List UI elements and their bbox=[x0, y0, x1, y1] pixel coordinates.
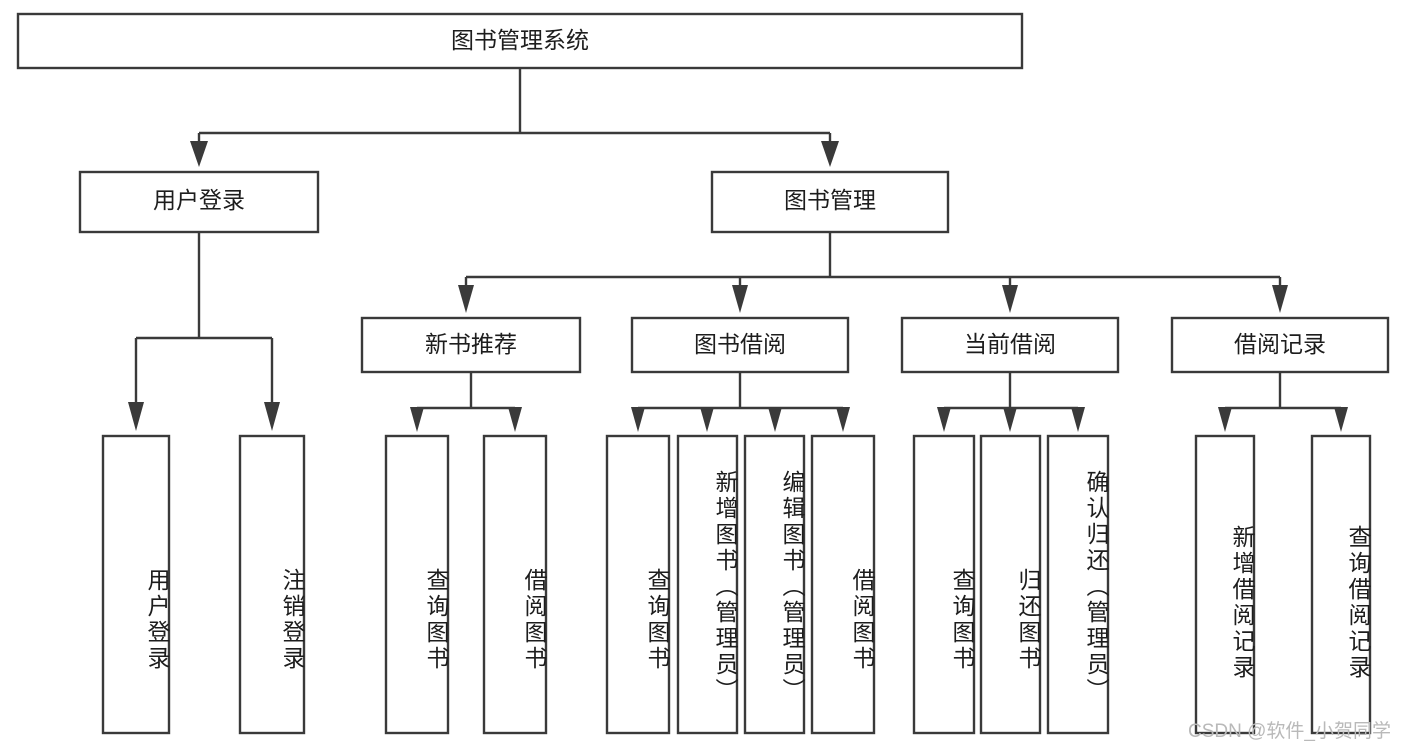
arrow-head-leaf-add-record bbox=[1218, 407, 1232, 432]
node-book-borrow-label: 图书借阅 bbox=[694, 331, 786, 357]
node-root[interactable]: 图书管理系统 bbox=[16, 12, 1024, 70]
node-user-login[interactable]: 用户登录 bbox=[78, 170, 320, 234]
connector-group-book-management bbox=[458, 232, 1288, 313]
leaf-label-query-record: 查询借阅记录 bbox=[1345, 524, 1371, 681]
leaf-box-user-login[interactable] bbox=[101, 434, 171, 735]
leaf-box-query-record[interactable] bbox=[1310, 434, 1372, 735]
leaf-box-confirm-return[interactable] bbox=[1046, 434, 1110, 735]
arrow-head-leaf-borrow-book-recommend bbox=[508, 407, 522, 432]
arrow-head-leaf-borrow-book bbox=[836, 407, 850, 432]
arrow-head-leaf-query-book-current bbox=[937, 407, 951, 432]
node-new-book-recommend-label: 新书推荐 bbox=[425, 331, 517, 357]
arrow-head-current-borrow bbox=[1002, 285, 1018, 313]
csdn-watermark: CSDN @软件_小贺同学 bbox=[1188, 721, 1391, 742]
leaf-label-add-record: 新增借阅记录 bbox=[1229, 524, 1255, 681]
leaf-label-add-book: 新增图书（管理员） bbox=[712, 470, 738, 704]
leaf-box-add-record[interactable] bbox=[1194, 434, 1256, 735]
node-book-management-label: 图书管理 bbox=[784, 187, 876, 213]
leaf-label-query-book-borrow: 查询图书 bbox=[644, 568, 670, 672]
connector-group-borrow-records bbox=[1218, 372, 1348, 432]
arrow-head-leaf-query-book-borrow bbox=[631, 407, 645, 432]
leaf-box-query-book-recommend[interactable] bbox=[384, 434, 450, 735]
leaf-box-query-book-borrow[interactable] bbox=[605, 434, 671, 735]
connector-group-new-book-recommend bbox=[410, 372, 522, 432]
arrow-head-leaf-add-book bbox=[700, 407, 714, 432]
node-borrow-records-label: 借阅记录 bbox=[1234, 331, 1326, 357]
leaf-label-return-book: 归还图书 bbox=[1015, 568, 1041, 672]
arrow-head-book-borrow bbox=[732, 285, 748, 313]
leaf-box-edit-book[interactable] bbox=[743, 434, 806, 735]
node-book-management-box[interactable] bbox=[710, 170, 950, 234]
arrow-head-leaf-query-record bbox=[1334, 407, 1348, 432]
node-user-login-box[interactable] bbox=[78, 170, 320, 234]
leaf-label-borrow-book: 借阅图书 bbox=[849, 568, 875, 672]
arrow-head-borrow-records bbox=[1272, 285, 1288, 313]
node-new-book-recommend-box[interactable] bbox=[360, 316, 582, 374]
node-borrow-records-box[interactable] bbox=[1170, 316, 1390, 374]
leaf-label-query-book-current: 查询图书 bbox=[949, 568, 975, 672]
arrow-head-leaf-edit-book bbox=[768, 407, 782, 432]
node-book-management[interactable]: 图书管理 bbox=[710, 170, 950, 234]
node-borrow-records[interactable]: 借阅记录 bbox=[1170, 316, 1390, 374]
connector-group-book-borrow bbox=[631, 372, 850, 432]
leaf-box-borrow-book[interactable] bbox=[810, 434, 876, 735]
leaf-label-user-login: 用户登录 bbox=[144, 568, 170, 672]
arrow-head-leaf-query-book-recommend bbox=[410, 407, 424, 432]
node-book-borrow-box[interactable] bbox=[630, 316, 850, 374]
arrow-head-new-book-recommend bbox=[458, 285, 474, 313]
leaf-box-query-book-current[interactable] bbox=[912, 434, 976, 735]
leaf-label-logout: 注销登录 bbox=[279, 568, 305, 672]
leaf-boxes bbox=[101, 434, 1372, 735]
arrow-head-leaf-return-book bbox=[1003, 407, 1017, 432]
leaf-label-confirm-return: 确认归还（管理员） bbox=[1083, 470, 1109, 704]
node-new-book-recommend[interactable]: 新书推荐 bbox=[360, 316, 582, 374]
arrow-head-book-management bbox=[821, 141, 839, 167]
node-user-login-label: 用户登录 bbox=[153, 187, 245, 213]
connector-group-root bbox=[190, 68, 839, 167]
node-root-box[interactable] bbox=[16, 12, 1024, 70]
leaf-box-return-book[interactable] bbox=[979, 434, 1042, 735]
arrow-head-leaf-confirm-return bbox=[1071, 407, 1085, 432]
node-current-borrow-label: 当前借阅 bbox=[964, 331, 1056, 357]
leaf-label-borrow-book-recommend: 借阅图书 bbox=[521, 568, 547, 672]
leaf-box-add-book[interactable] bbox=[676, 434, 739, 735]
connector-group-current-borrow bbox=[937, 372, 1085, 432]
arrow-head-leaf-logout bbox=[264, 402, 280, 431]
arrow-head-leaf-user-login bbox=[128, 402, 144, 431]
node-book-borrow[interactable]: 图书借阅 bbox=[630, 316, 850, 374]
arrow-head-user-login bbox=[190, 141, 208, 167]
node-current-borrow[interactable]: 当前借阅 bbox=[900, 316, 1120, 374]
leaf-box-borrow-book-recommend[interactable] bbox=[482, 434, 548, 735]
leaf-label-query-book-recommend: 查询图书 bbox=[423, 568, 449, 672]
leaf-box-logout[interactable] bbox=[238, 434, 306, 735]
node-root-label: 图书管理系统 bbox=[451, 27, 589, 53]
leaf-label-edit-book: 编辑图书（管理员） bbox=[779, 470, 805, 704]
connector-group-user-login bbox=[128, 232, 280, 431]
node-current-borrow-box[interactable] bbox=[900, 316, 1120, 374]
